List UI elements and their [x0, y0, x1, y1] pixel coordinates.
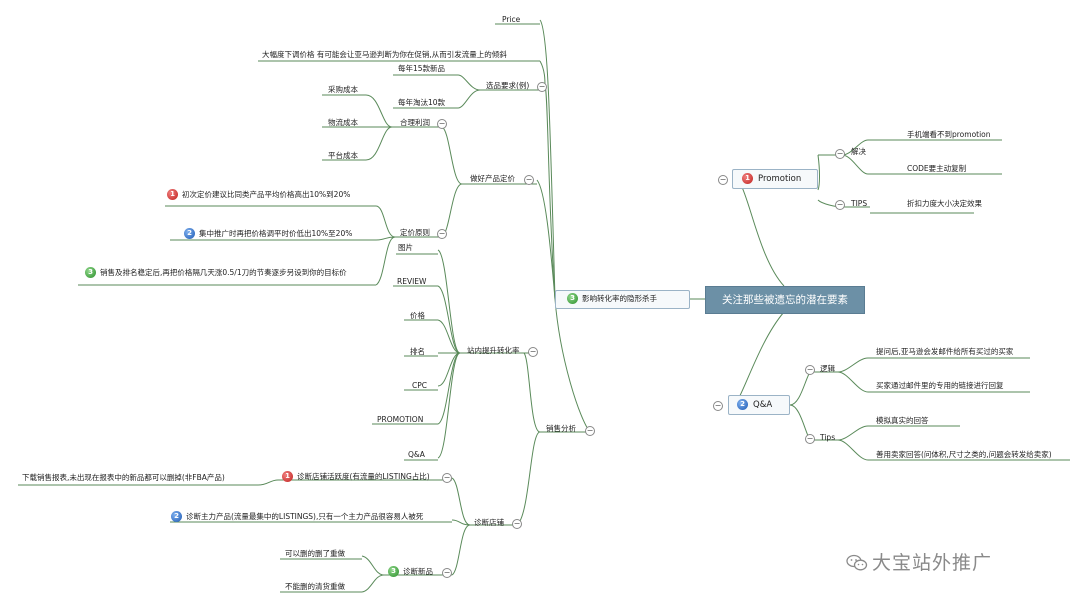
onsite-item[interactable]: PROMOTION: [377, 415, 424, 424]
qa-leaf[interactable]: 善用卖家回答(问体积,尺寸之类的,问题会转发给卖家): [876, 450, 1052, 459]
qa-leaf[interactable]: 买家通过邮件里的专用的链接进行回复: [876, 381, 1004, 390]
qa-label: Q&A: [753, 400, 773, 410]
collapse-toggle-icon[interactable]: −: [528, 347, 538, 357]
collapse-toggle-icon[interactable]: −: [713, 401, 723, 411]
collapse-toggle-icon[interactable]: −: [835, 200, 845, 210]
collapse-toggle-icon[interactable]: −: [437, 229, 447, 239]
sales-label[interactable]: 销售分析: [546, 424, 576, 433]
qa-leaf[interactable]: 提问后,亚马逊会发邮件给所有买过的买家: [876, 347, 1014, 356]
onsite-item[interactable]: 价格: [410, 311, 425, 320]
xuanpin-item[interactable]: 每年淘汰10款: [398, 98, 446, 107]
new-product-item[interactable]: 可以删的删了重做: [285, 549, 345, 558]
diagnose-item[interactable]: 诊断店铺活跃度(有流量的LISTING占比): [297, 472, 430, 481]
onsite-item[interactable]: 排名: [410, 347, 425, 356]
green-badge-3-icon: 3: [85, 267, 96, 278]
diagnose-item[interactable]: 诊断主力产品(流量最集中的LISTINGS),只有一个主力产品很容易人被死: [186, 512, 424, 521]
collapse-toggle-icon[interactable]: −: [805, 365, 815, 375]
promotion-sub-label[interactable]: 解决: [851, 147, 866, 156]
promotion-leaf[interactable]: 折扣力度大小决定效果: [907, 199, 982, 208]
qa-sub-label[interactable]: 逻辑: [820, 364, 835, 373]
collapse-toggle-icon[interactable]: −: [537, 82, 547, 92]
collapse-toggle-icon[interactable]: −: [835, 149, 845, 159]
onsite-item[interactable]: 图片: [398, 243, 413, 252]
xuanpin-label[interactable]: 选品要求(例): [486, 81, 530, 90]
collapse-toggle-icon[interactable]: −: [442, 568, 452, 578]
principle-label[interactable]: 定价原则: [400, 228, 430, 237]
diagnose-label[interactable]: 诊断店铺: [474, 518, 504, 527]
watermark-text: 大宝站外推广: [872, 552, 993, 574]
new-product-item[interactable]: 不能删的清货重做: [285, 582, 345, 591]
profit-item[interactable]: 物流成本: [328, 118, 358, 127]
principle-item[interactable]: 集中推广时再把价格调平时价低出10%至20%: [199, 229, 353, 238]
blue-badge-2-icon: 2: [184, 228, 195, 239]
collapse-toggle-icon[interactable]: −: [442, 473, 452, 483]
price-note[interactable]: 大幅度下调价格 有可能会让亚马逊判断为你在促销,从而引发流量上的倾斜: [262, 50, 507, 59]
diagnose-note[interactable]: 下载销售报表,未出现在报表中的新品都可以删掉(非FBA产品): [22, 473, 225, 482]
promotion-node[interactable]: [732, 169, 818, 189]
left-main-label: 影响转化率的隐形杀手: [582, 294, 657, 303]
profit-item[interactable]: 平台成本: [328, 151, 358, 160]
promotion-leaf[interactable]: 手机端看不到promotion: [907, 130, 991, 139]
promotion-leaf[interactable]: CODE要主动复制: [907, 164, 967, 173]
left-main-node[interactable]: [555, 290, 690, 309]
green-badge-3-icon: 3: [388, 566, 399, 577]
promotion-sub-label[interactable]: TIPS: [851, 199, 868, 208]
blue-badge-2-icon: 2: [737, 399, 748, 410]
profit-label[interactable]: 合理利润: [400, 118, 430, 127]
qa-sub-label[interactable]: Tips: [820, 433, 836, 442]
collapse-toggle-icon[interactable]: −: [524, 175, 534, 185]
central-topic[interactable]: 关注那些被遗忘的潜在要素: [705, 286, 865, 314]
collapse-toggle-icon[interactable]: −: [718, 175, 728, 185]
principle-item[interactable]: 初次定价建议比同类产品平均价格高出10%到20%: [182, 190, 351, 199]
qa-leaf[interactable]: 模拟真实的回答: [876, 416, 929, 425]
red-badge-1-icon: 1: [167, 189, 178, 200]
collapse-toggle-icon[interactable]: −: [437, 119, 447, 129]
principle-item[interactable]: 销售及排名稳定后,再把价格隔几天涨0.5/1刀的节奏逐步另设到你的目标价: [100, 268, 347, 277]
collapse-toggle-icon[interactable]: −: [512, 519, 522, 529]
wechat-icon: [846, 554, 868, 571]
profit-item[interactable]: 采购成本: [328, 85, 358, 94]
blue-badge-2-icon: 2: [171, 511, 182, 522]
onsite-item[interactable]: CPC: [412, 381, 427, 390]
onsite-item[interactable]: Q&A: [408, 450, 425, 459]
pricing-label[interactable]: 做好产品定价: [470, 174, 515, 183]
onsite-label[interactable]: 站内提升转化率: [467, 346, 520, 355]
xuanpin-item[interactable]: 每年15款新品: [398, 64, 446, 73]
price-label[interactable]: Price: [502, 15, 521, 24]
collapse-toggle-icon[interactable]: −: [585, 426, 595, 436]
red-badge-1-icon: 1: [282, 471, 293, 482]
promotion-label: Promotion: [758, 174, 802, 184]
collapse-toggle-icon[interactable]: −: [805, 434, 815, 444]
diagnose-item[interactable]: 诊断新品: [403, 567, 433, 576]
red-badge-1-icon: 1: [742, 173, 753, 184]
onsite-item[interactable]: REVIEW: [397, 277, 427, 286]
green-badge-3-icon: 3: [567, 293, 578, 304]
